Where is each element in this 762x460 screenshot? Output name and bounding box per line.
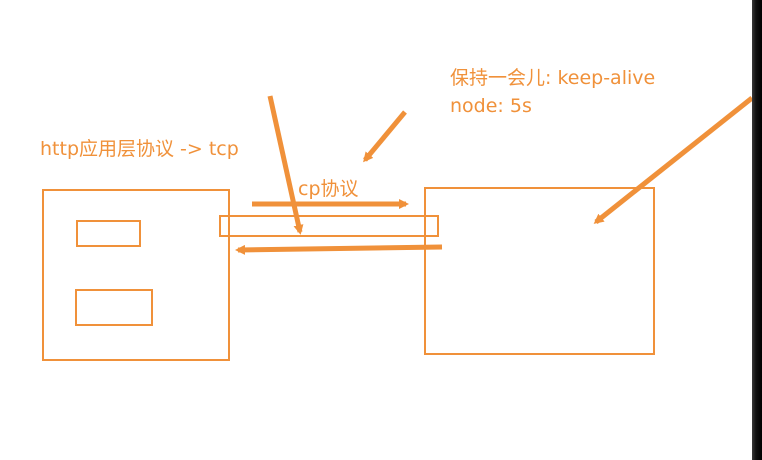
tcp-protocol-label: cp协议 (298, 178, 359, 200)
client-inner-rect-bottom (75, 289, 153, 326)
tcp-channel (219, 215, 439, 237)
server-box (424, 187, 655, 355)
keep-alive-label: 保持一会儿: keep-alive (450, 67, 656, 89)
pointer-arrow-to-tcp-label (363, 110, 407, 163)
response-arrow (235, 244, 443, 255)
pointer-arrow-to-server (593, 96, 754, 224)
window-edge (752, 0, 762, 460)
node-timeout-label: node: 5s (450, 95, 532, 117)
client-inner-rect-top (76, 220, 141, 247)
pointer-arrow-from-top (267, 95, 304, 235)
http-layer-label: http应用层协议 -> tcp (40, 138, 239, 160)
client-box (42, 189, 230, 361)
